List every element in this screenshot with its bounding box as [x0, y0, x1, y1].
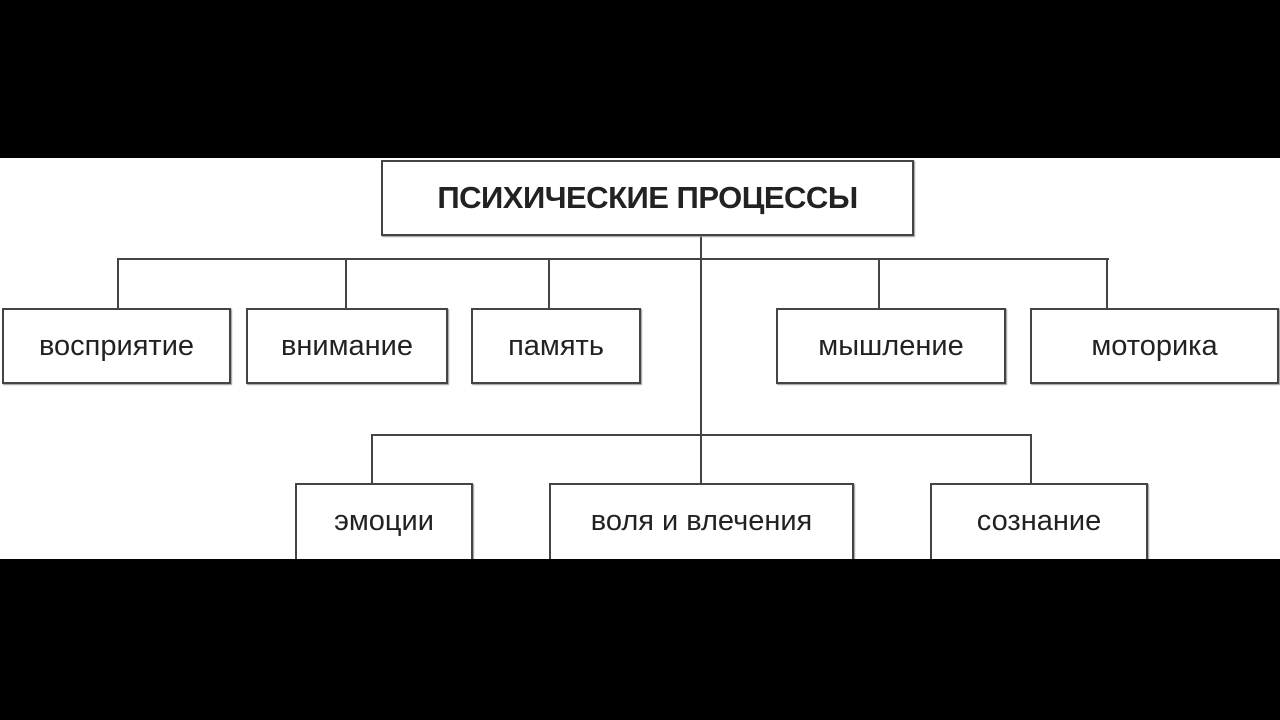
- connector: [878, 258, 880, 308]
- node-consciousness: сознание: [930, 483, 1148, 559]
- node-perception: восприятие: [2, 308, 231, 384]
- connector: [1106, 258, 1108, 308]
- root-node: ПСИХИЧЕСКИЕ ПРОЦЕССЫ: [381, 160, 914, 236]
- connector: [371, 434, 1032, 436]
- connector: [548, 258, 550, 308]
- node-emotions: эмоции: [295, 483, 473, 559]
- connector: [371, 434, 373, 484]
- connector: [700, 235, 702, 483]
- node-attention: внимание: [246, 308, 448, 384]
- node-thinking: мышление: [776, 308, 1006, 384]
- connector: [1030, 434, 1032, 484]
- connector: [117, 258, 119, 308]
- node-motorics: моторика: [1030, 308, 1279, 384]
- connector: [345, 258, 347, 308]
- node-will: воля и влечения: [549, 483, 854, 559]
- node-memory: память: [471, 308, 641, 384]
- connector: [117, 258, 1109, 260]
- diagram-canvas: ПСИХИЧЕСКИЕ ПРОЦЕССЫ восприятие внимание…: [0, 158, 1280, 559]
